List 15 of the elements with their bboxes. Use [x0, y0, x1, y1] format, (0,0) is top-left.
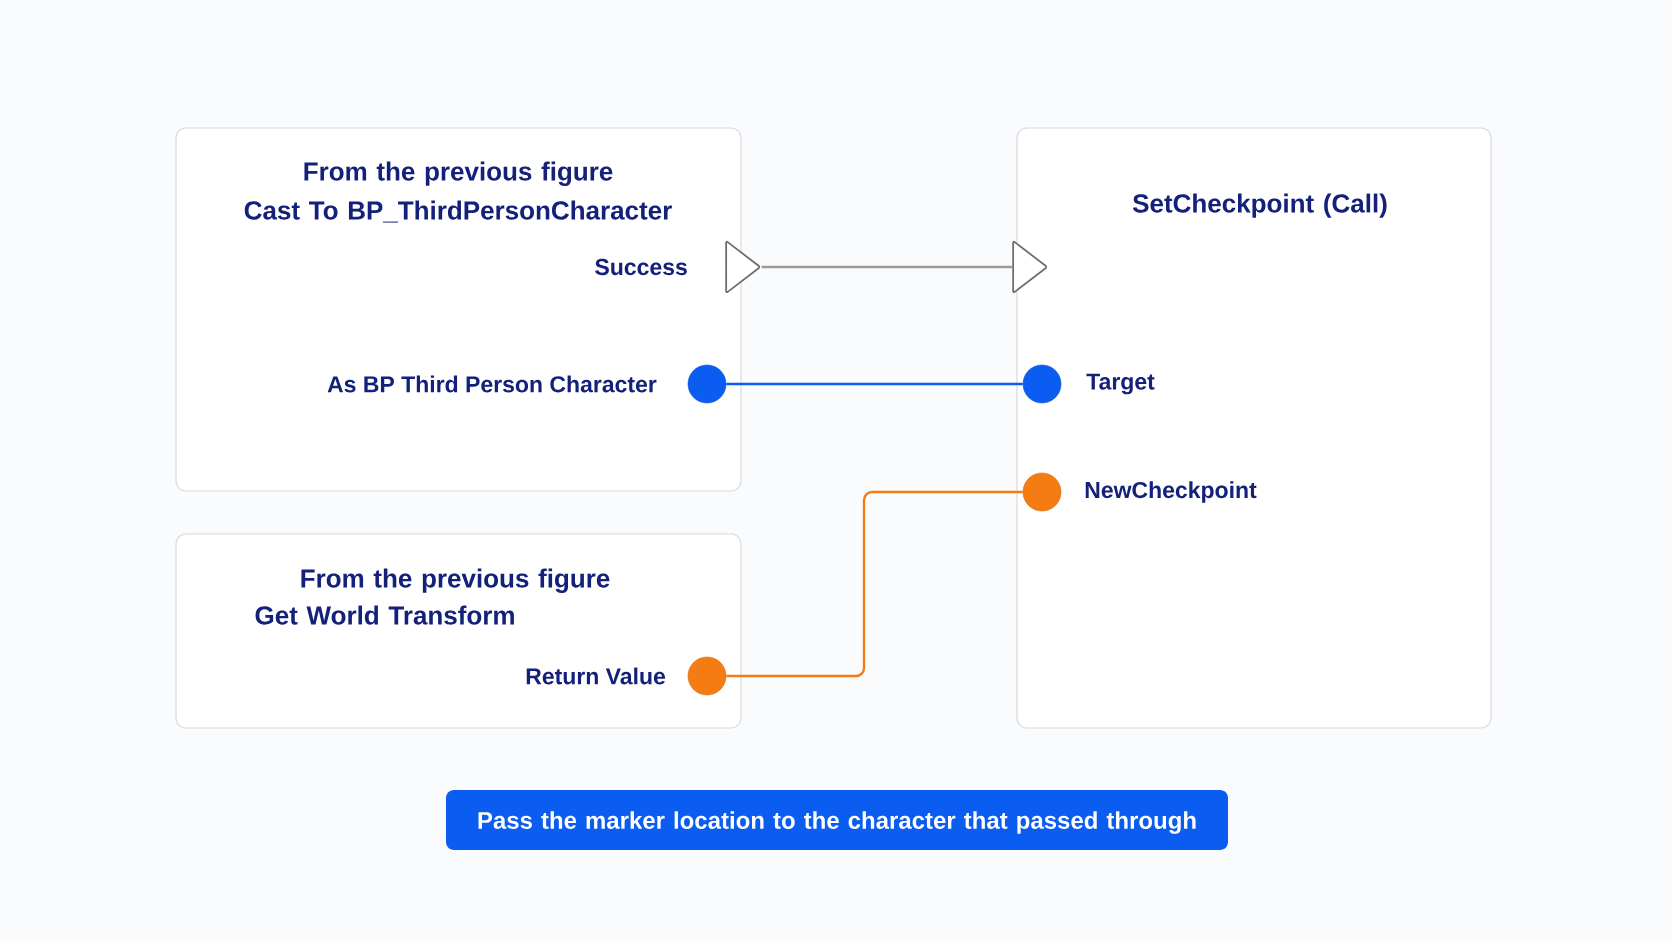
data-pin [1022, 364, 1062, 404]
pin-label: Success [595, 258, 687, 276]
pin-label: Target [1086, 373, 1155, 395]
data-pin [687, 364, 727, 404]
connector [761, 265, 1013, 269]
connector [726, 382, 1023, 386]
exec-pin [725, 240, 761, 294]
data-pin [1022, 472, 1062, 512]
exec-pin [1012, 240, 1048, 294]
pin-label: As BP Third Person Character [327, 375, 657, 393]
banner: Pass the marker location to the character that passed through [446, 790, 1228, 850]
pin-label: Return Value [526, 667, 666, 685]
connector [726, 490, 1023, 678]
pin-label: NewCheckpoint [1085, 481, 1257, 503]
data-pin [687, 656, 727, 696]
